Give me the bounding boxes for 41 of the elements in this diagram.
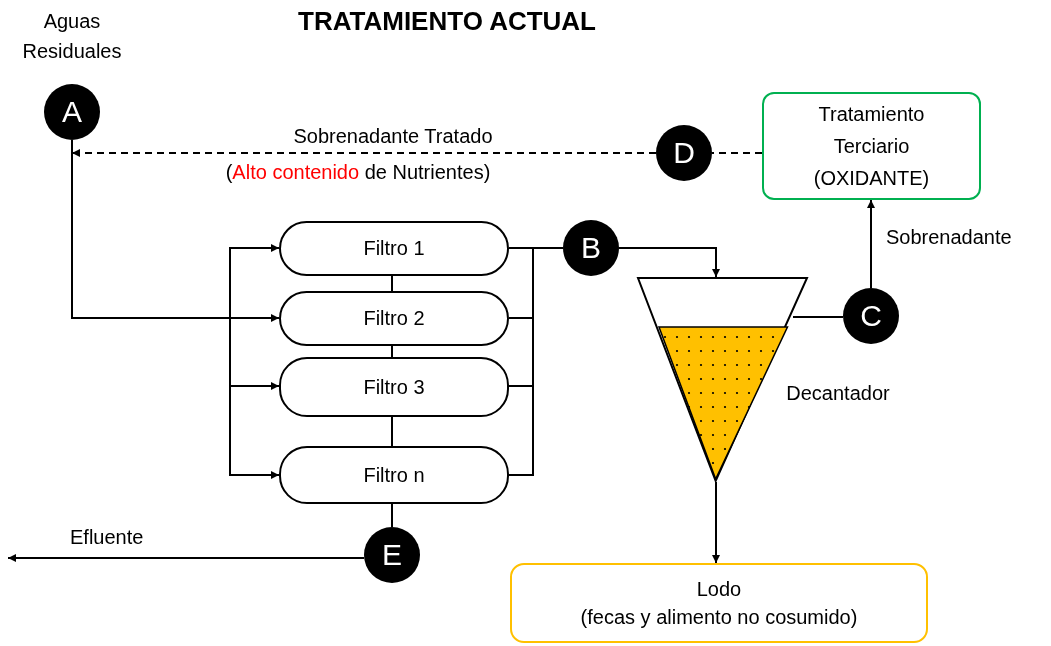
edge-label: Efluente [70,525,145,550]
connector-line [792,316,844,318]
connector-line [391,275,393,292]
letter-circle [843,288,899,344]
node-caption: Decantador [785,381,891,406]
node-caption: Aguas Residuales [21,9,123,64]
connector-arrow [71,149,657,157]
node-letter: E [382,540,402,570]
letter-circle [563,220,619,276]
connector-arrow [867,199,875,289]
edge-label: Sobrenadante [886,225,1013,250]
connector-line [391,345,393,358]
process-label: (fecas y alimento no cosumido) [580,605,858,630]
letter-circle [364,527,420,583]
connector-arrow [618,247,720,278]
filter-pill [279,446,509,504]
connector-arrow [712,481,720,564]
connector-line [391,416,393,447]
filter-label: Filtro 3 [363,375,425,399]
node-letter: D [673,138,695,168]
process-box [510,563,928,643]
filter-label: Filtro 2 [363,307,425,330]
process-label: Tratamiento Terciario (OXIDANTE) [812,102,931,191]
connector-arrow [7,554,366,562]
process-label: Lodo [696,577,742,602]
filter-pill [279,357,509,417]
filter-label: Filtro 1 [363,237,425,260]
filter-pill [279,291,509,346]
node-letter: B [581,233,601,263]
process-box [762,92,981,200]
filter-pill [279,221,509,276]
node-letter: C [860,301,882,331]
edge-label: Sobrenadante Tratado (Alto contenido de Nutrientes) [224,124,494,185]
letter-circle [656,125,712,181]
connector-line [508,247,564,476]
connector-line [711,152,763,154]
filter-label: Filtro n [363,463,425,487]
connector-line [391,503,393,528]
node-letter: A [62,97,82,127]
letter-circle [44,84,100,140]
diagram-title: TRATAMIENTO ACTUAL [298,6,596,37]
